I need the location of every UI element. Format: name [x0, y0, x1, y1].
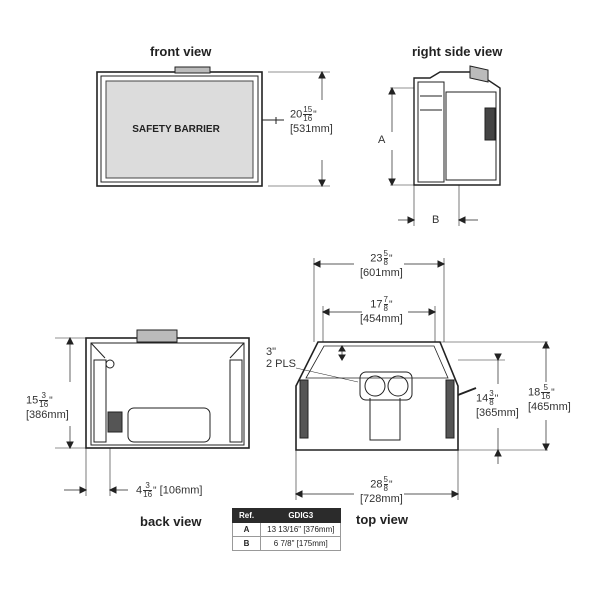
value-cell: 13 13/16" [376mm]	[260, 522, 342, 537]
model-column-header: GDIG3	[260, 508, 342, 523]
right-side-view-drawing	[388, 65, 501, 226]
value-cell: 6 7/8" [175mm]	[260, 536, 342, 551]
front-view-drawing	[96, 66, 330, 188]
right-side-view-title: right side view	[412, 44, 503, 59]
reference-table: Ref. GDIG3 A 13 13/16" [376mm] B 6 7/8" …	[231, 508, 342, 551]
side-b-label: B	[432, 214, 440, 226]
top-view-drawing	[294, 258, 550, 500]
back-view-title: back view	[140, 514, 202, 529]
table-row: A 13 13/16" [376mm]	[231, 522, 342, 537]
back-view-drawing	[55, 329, 250, 496]
ref-column-header: Ref.	[231, 508, 262, 523]
table-row: B 6 7/8" [175mm]	[231, 536, 342, 551]
reference-table-header: Ref. GDIG3	[231, 508, 342, 523]
safety-barrier-label: SAFETY BARRIER	[132, 124, 220, 135]
front-view-title: front view	[150, 44, 212, 59]
pls-note: 3" 2 PLS	[266, 346, 296, 370]
ref-cell: B	[231, 536, 262, 551]
ref-cell: A	[231, 522, 262, 537]
top-view-title: top view	[356, 512, 409, 527]
side-a-label: A	[378, 134, 386, 146]
